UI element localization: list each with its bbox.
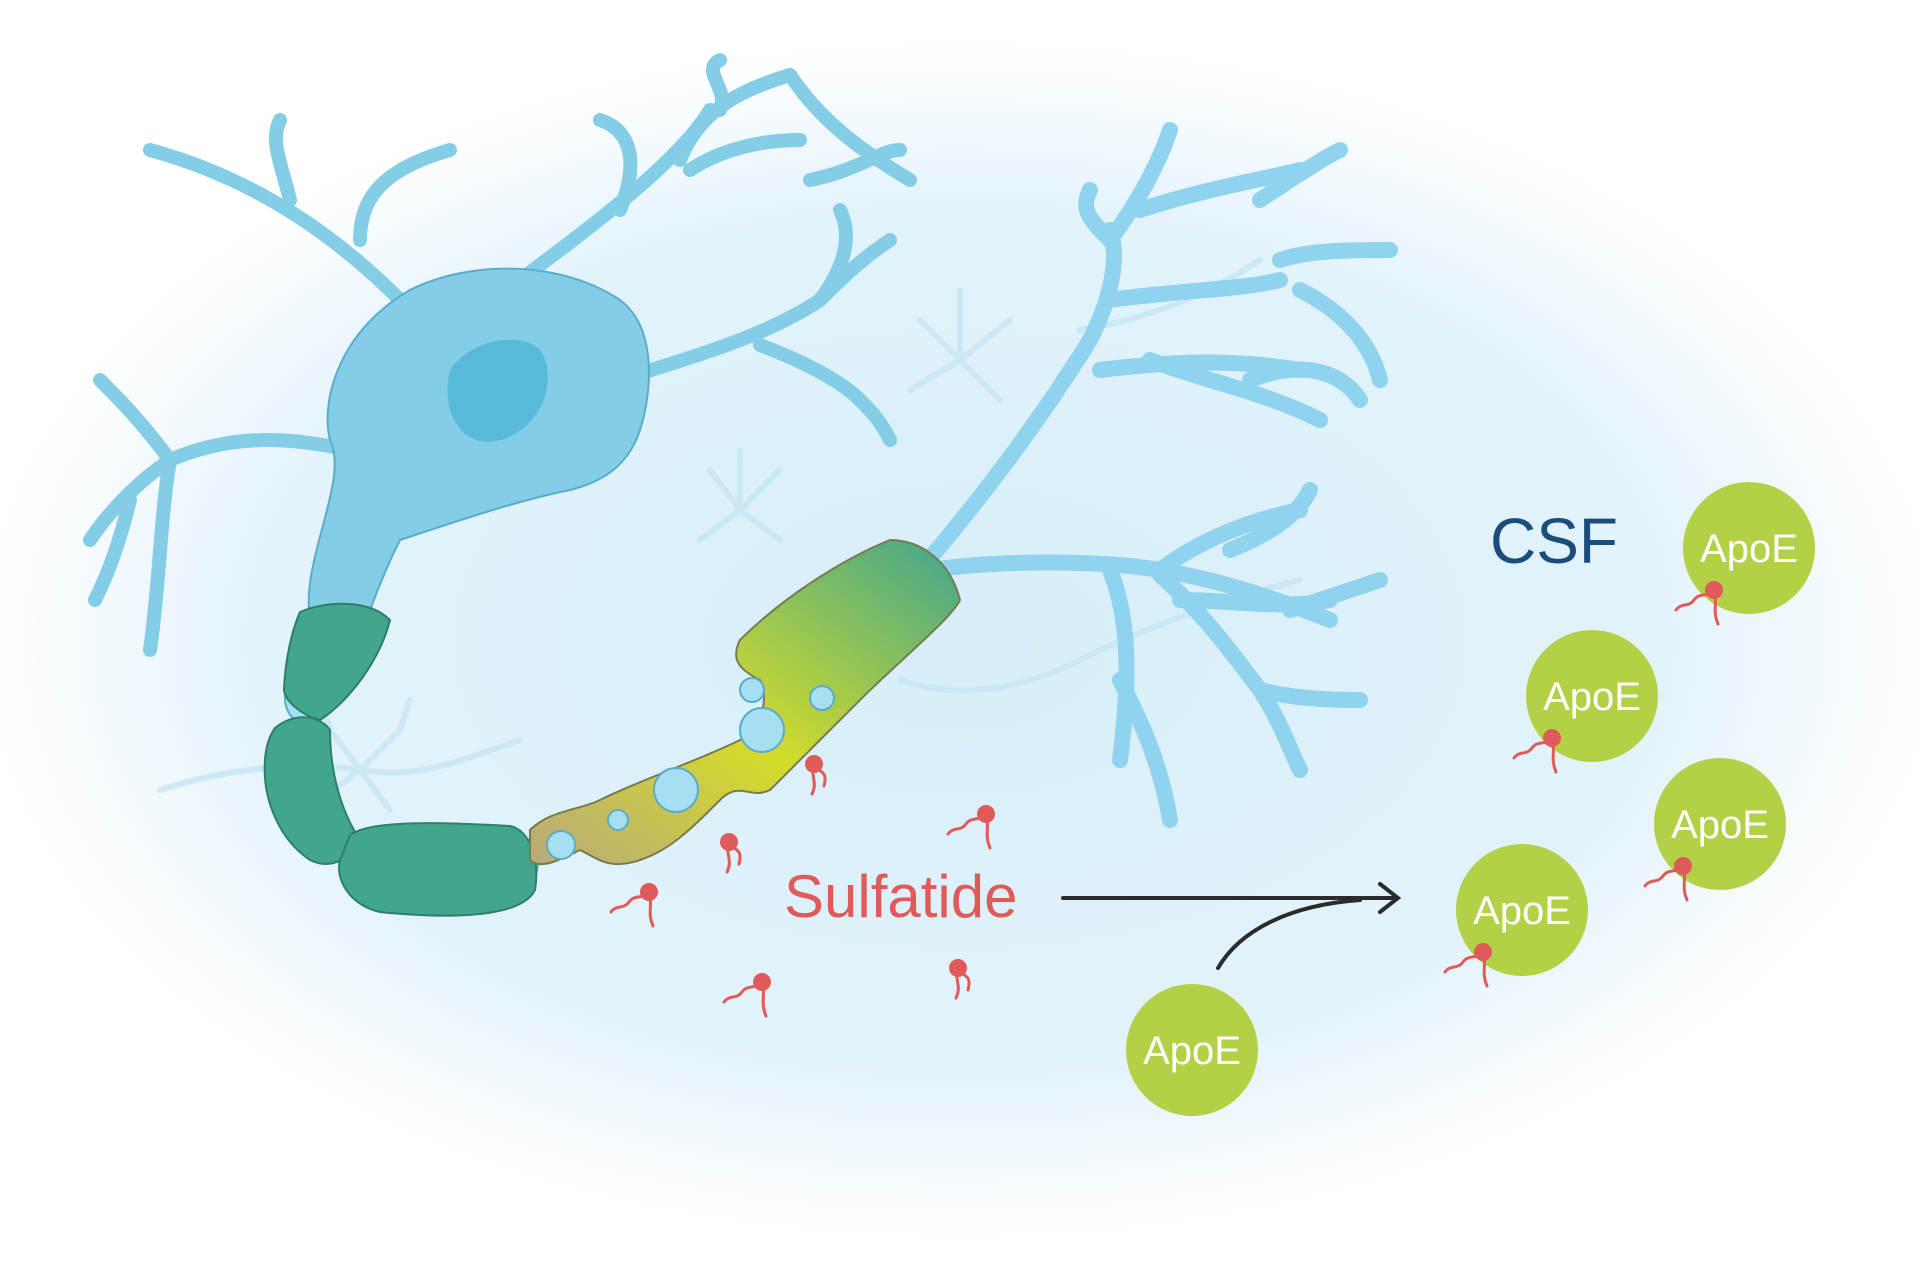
- apoe-particle-icon: [1683, 482, 1815, 614]
- apoe-bound-label: ApoE: [1473, 889, 1571, 933]
- apoe-bound-label: ApoE: [1543, 675, 1641, 719]
- csf-label: CSF: [1490, 505, 1618, 577]
- apoe-unbound-label: ApoE: [1143, 1029, 1241, 1073]
- apoe-bound-3: ApoE: [1643, 758, 1786, 902]
- apoe-particle-icon: [1456, 844, 1588, 976]
- apoe-bound-group: ApoE ApoE ApoE ApoE: [1443, 482, 1815, 988]
- apoe-particle-icon: [1526, 630, 1658, 762]
- apoe-particle-icon: [1126, 984, 1258, 1116]
- arrow-icon: [1061, 882, 1402, 970]
- apoe-particle-icon: [1654, 758, 1786, 890]
- apoe-bound-4: ApoE: [1443, 844, 1588, 988]
- apoe-unbound: ApoE: [1126, 984, 1258, 1116]
- apoe-bound-label: ApoE: [1671, 803, 1769, 847]
- apoe-bound-1: ApoE: [1674, 482, 1815, 626]
- apoe-bound-2: ApoE: [1512, 630, 1658, 774]
- apoe-bound-label: ApoE: [1700, 527, 1798, 571]
- background-glow: [0, 40, 1922, 1240]
- sulfatide-label: Sulfatide: [784, 863, 1018, 930]
- myelin-sheath-icon: [263, 602, 538, 917]
- damaged-myelin: [529, 539, 961, 866]
- nucleus: [447, 339, 548, 442]
- faint-background-neurons: [157, 257, 1303, 813]
- neuron-icon: [83, 53, 1398, 828]
